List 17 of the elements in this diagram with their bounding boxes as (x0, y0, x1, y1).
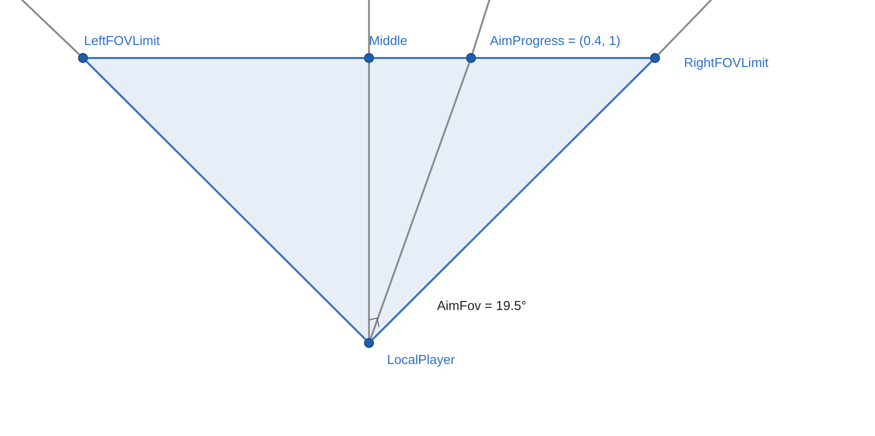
line (19, 0, 80, 56)
point-label: LocalPlayer (387, 352, 455, 367)
segment (372, 60, 652, 340)
line (472, 0, 491, 54)
segment (374, 57, 466, 59)
segment (86, 60, 366, 340)
segment (88, 57, 364, 59)
line (368, 0, 370, 53)
line (370, 62, 470, 339)
point-label: LeftFOVLimit (84, 33, 160, 48)
point-label: Middle (369, 33, 408, 48)
point-label: RightFOVLimit (684, 55, 769, 70)
line (658, 0, 714, 56)
line (368, 63, 370, 338)
segment (476, 57, 650, 59)
point-label: AimProgress = (0.4, 1) (490, 33, 620, 48)
angle-value: AimFov = 19.5° (437, 298, 526, 313)
